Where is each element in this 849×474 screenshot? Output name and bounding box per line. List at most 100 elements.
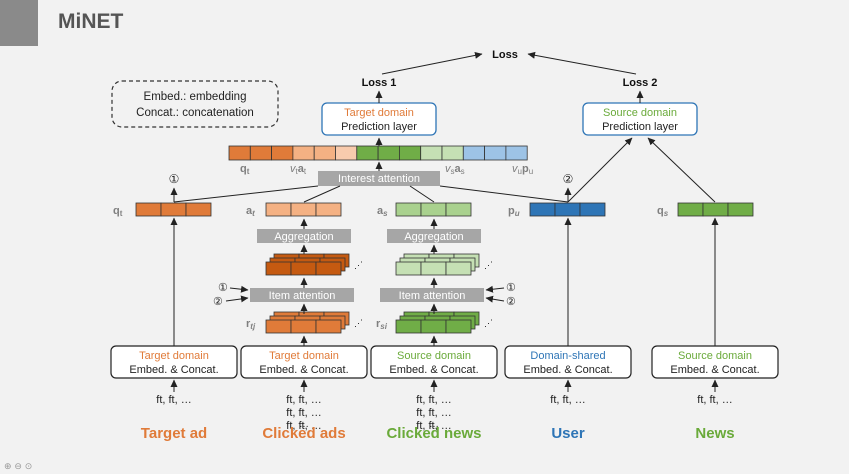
svg-text:rsi: rsi (376, 318, 388, 331)
feature-text: ft, ft, … (550, 394, 585, 406)
svg-text:Item attention: Item attention (399, 290, 466, 302)
ads-attended-stack: ⋰ (265, 253, 363, 276)
svg-text:qt: qt (240, 163, 250, 176)
item-attention-ads: Item attention (250, 288, 354, 302)
interest-attention-box: Interest attention (318, 171, 440, 186)
embed-domain: Target domain (139, 350, 209, 362)
svg-text:vtat: vtat (290, 163, 307, 176)
input-label: Clicked ads (262, 425, 345, 442)
marker-two-news-right: ② (506, 296, 516, 308)
news-raw-stack: ⋰ (395, 311, 493, 334)
stack-dots: ⋰ (484, 260, 493, 270)
svg-text:Prediction layer: Prediction layer (341, 121, 417, 133)
embed-op: Embed. & Concat. (259, 364, 348, 376)
at-vector (265, 202, 342, 217)
ads-raw-stack: ⋰ (265, 311, 363, 334)
concat-cells (228, 145, 528, 161)
embed-op: Embed. & Concat. (523, 364, 612, 376)
svg-text:Aggregation: Aggregation (404, 231, 463, 243)
svg-text:as: as (377, 205, 388, 218)
feature-text: ft, ft, … (416, 420, 451, 432)
feature-text: ft, ft, … (697, 394, 732, 406)
svg-text:vsas: vsas (445, 163, 465, 176)
embed-op: Embed. & Concat. (389, 364, 478, 376)
stack-dots: ⋰ (484, 318, 493, 328)
feature-text: ft, ft, … (286, 420, 321, 432)
svg-text:Interest attention: Interest attention (338, 173, 420, 185)
stack-dots: ⋰ (354, 318, 363, 328)
embed-domain: Source domain (397, 350, 471, 362)
feature-text: ft, ft, … (286, 407, 321, 419)
marker-one-target: ① (169, 172, 180, 186)
svg-text:Source domain: Source domain (603, 107, 677, 119)
svg-text:qt: qt (113, 205, 123, 218)
vector-row (135, 202, 754, 217)
svg-text:Target domain: Target domain (344, 107, 414, 119)
feature-text: ft, ft, … (286, 394, 321, 406)
slide-title: MiNET (58, 10, 124, 33)
svg-text:Aggregation: Aggregation (274, 231, 333, 243)
aggregation-news: Aggregation (387, 229, 481, 243)
embed-domain: Target domain (269, 350, 339, 362)
svg-text:Prediction layer: Prediction layer (602, 121, 678, 133)
input-label: Target ad (141, 425, 207, 442)
loss-2: Loss 2 (623, 77, 658, 89)
loss-1: Loss 1 (362, 77, 397, 89)
feature-text: ft, ft, … (156, 394, 191, 406)
input-labels: Target ad Clicked ads Clicked news User News (141, 425, 735, 442)
svg-text:qs: qs (657, 205, 669, 218)
aggregation-ads: Aggregation (257, 229, 351, 243)
feature-text: ft, ft, … (416, 394, 451, 406)
ads-attended-stack-layer (265, 261, 342, 276)
input-label: News (695, 425, 734, 442)
concatenated-vector (228, 145, 528, 161)
svg-text:at: at (246, 205, 255, 218)
news-raw-stack-layer (395, 319, 472, 334)
input-label: User (551, 425, 585, 442)
header-accent (0, 0, 38, 46)
embed-domain: Source domain (678, 350, 752, 362)
source-prediction-box: Source domain Prediction layer (582, 102, 698, 136)
concat-labels: qt vtat vsas vupu (240, 163, 533, 176)
marker-two-user: ② (563, 172, 574, 186)
embed-op: Embed. & Concat. (670, 364, 759, 376)
feature-dots: … (429, 419, 439, 430)
as-vector (395, 202, 472, 217)
pu-vector (529, 202, 606, 217)
r-labels: rtj rsi (246, 318, 388, 331)
ads-raw-stack-layer (265, 319, 342, 334)
marker-one-ads-left: ① (218, 282, 228, 294)
legend-concat: Concat.: concatenation (136, 107, 254, 119)
loss-total: Loss (492, 49, 518, 61)
feature-dots: … (299, 419, 309, 430)
news-attended-stack: ⋰ (395, 253, 493, 276)
news-attended-stack-layer (395, 261, 472, 276)
svg-text:rtj: rtj (246, 318, 256, 331)
viewer-controls-icon[interactable]: ⊕ ⊖ ⊙ (4, 462, 33, 472)
stacked-matrices: ⋰ ⋰ ⋰ ⋰ (265, 253, 493, 334)
stack-dots: ⋰ (354, 260, 363, 270)
legend-embed: Embed.: embedding (144, 91, 247, 103)
target-prediction-box: Target domain Prediction layer (321, 102, 437, 136)
marker-one-news-right: ① (506, 282, 516, 294)
embed-op: Embed. & Concat. (129, 364, 218, 376)
marker-two-ads-left: ② (213, 296, 223, 308)
embed-domain: Domain-shared (530, 350, 605, 362)
feature-text: ft, ft, … (416, 407, 451, 419)
vector-labels: qt at as pu qs (113, 205, 669, 218)
qt-vector (135, 202, 212, 217)
svg-text:vupu: vupu (512, 163, 533, 176)
qs-vector (677, 202, 754, 217)
svg-text:Item attention: Item attention (269, 290, 336, 302)
input-label: Clicked news (386, 425, 481, 442)
svg-text:pu: pu (508, 205, 520, 218)
item-attention-news: Item attention (380, 288, 484, 302)
